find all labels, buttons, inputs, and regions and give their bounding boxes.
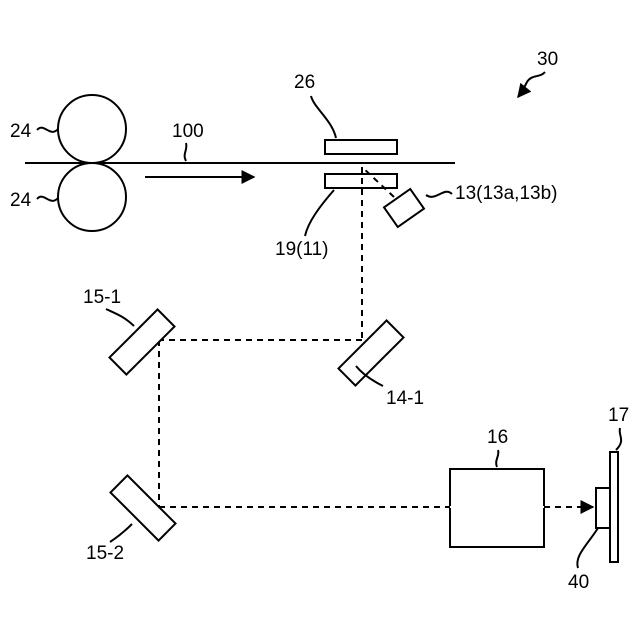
sheet-label: 100 — [172, 121, 204, 142]
board — [610, 452, 618, 562]
roller-bottom-leader — [37, 197, 58, 201]
sheet-leader — [185, 143, 187, 161]
mirror-14-1-label: 14-1 — [386, 388, 424, 409]
light-source-label: 13(13a,13b) — [455, 183, 557, 204]
system-label: 30 — [537, 49, 558, 70]
sensor-leader — [577, 528, 598, 568]
system-leader-arrow — [518, 72, 545, 97]
upper-member-label: 26 — [294, 72, 315, 93]
lens-label: 16 — [487, 427, 508, 448]
board-label: 17 — [608, 405, 629, 426]
lens-leader — [496, 450, 498, 467]
mirror-15-1 — [109, 309, 174, 374]
mirror-14-1 — [338, 320, 403, 385]
light-source — [384, 189, 424, 227]
light-source-leader — [426, 192, 452, 197]
roller-bottom — [58, 163, 126, 231]
roller-top-leader — [37, 128, 58, 132]
mirror-15-1-leader — [106, 309, 134, 326]
lower-member-label: 19(11) — [275, 239, 329, 260]
board-leader — [616, 428, 621, 450]
roller-bottom-label: 24 — [10, 190, 32, 211]
mirror-15-1-label: 15-1 — [83, 287, 121, 308]
mirror-15-2-label: 15-2 — [86, 543, 124, 564]
upper-member — [325, 140, 397, 154]
sensor — [596, 488, 610, 528]
mirror-15-2-leader — [110, 524, 132, 542]
roller-top-label: 24 — [10, 121, 32, 142]
lower-member-leader — [305, 190, 334, 236]
upper-member-leader — [311, 96, 336, 138]
sensor-label: 40 — [568, 572, 589, 593]
roller-top — [58, 95, 126, 163]
mirror-15-2 — [110, 475, 175, 540]
